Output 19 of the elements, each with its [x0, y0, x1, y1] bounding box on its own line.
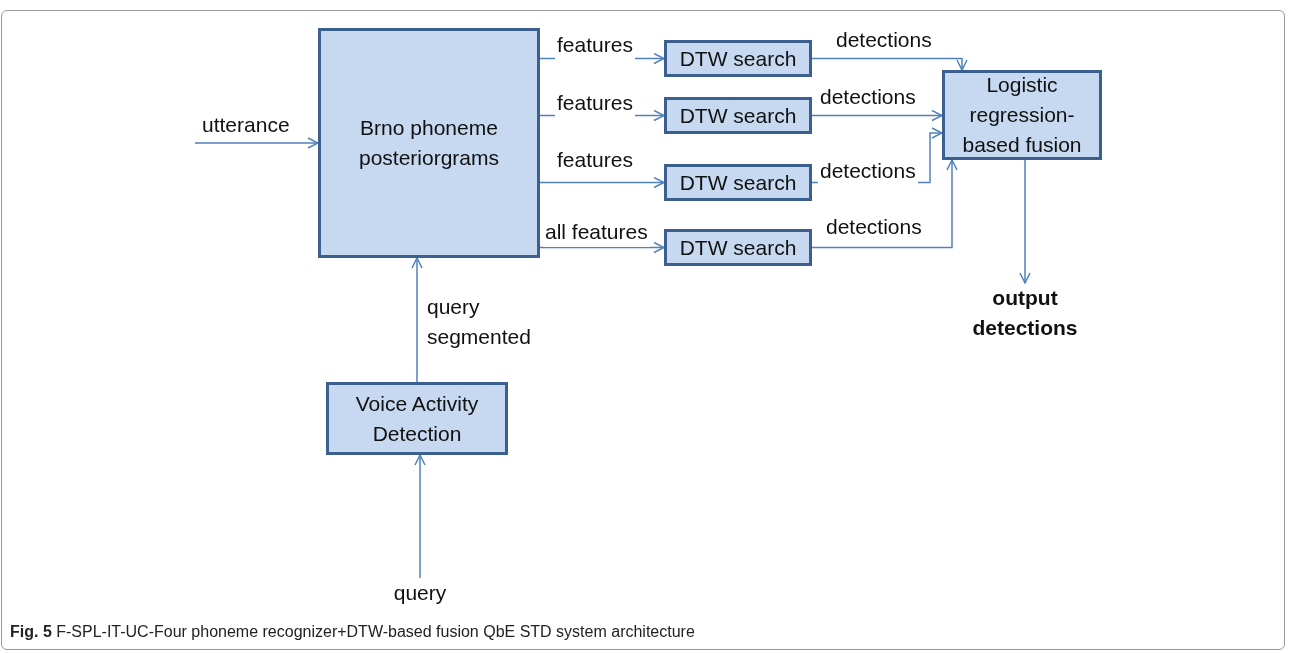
process-box: DTW search	[664, 97, 812, 134]
arrow	[811, 57, 968, 71]
arrow	[539, 176, 665, 189]
process-box: Logistic regression-based fusion	[942, 70, 1102, 160]
input-label: query	[380, 578, 460, 608]
arrow	[539, 241, 665, 254]
figure-caption: Fig. 5 F-SPL-IT-UC-Four phoneme recognizer+DTW-based fusion QbE STD system architecture	[10, 623, 695, 641]
process-box: Brno phoneme posteriorgrams	[318, 28, 540, 258]
arrow	[411, 257, 423, 383]
process-box: DTW search	[664, 40, 812, 77]
output-label: output detections	[975, 283, 1075, 343]
arrow	[414, 454, 426, 579]
arrow	[811, 159, 958, 249]
arrow	[811, 109, 943, 122]
process-box: Voice Activity Detection	[326, 382, 508, 455]
arrow	[194, 137, 319, 149]
process-box: DTW search	[664, 164, 812, 201]
arrow	[1019, 159, 1031, 284]
process-box: DTW search	[664, 229, 812, 266]
